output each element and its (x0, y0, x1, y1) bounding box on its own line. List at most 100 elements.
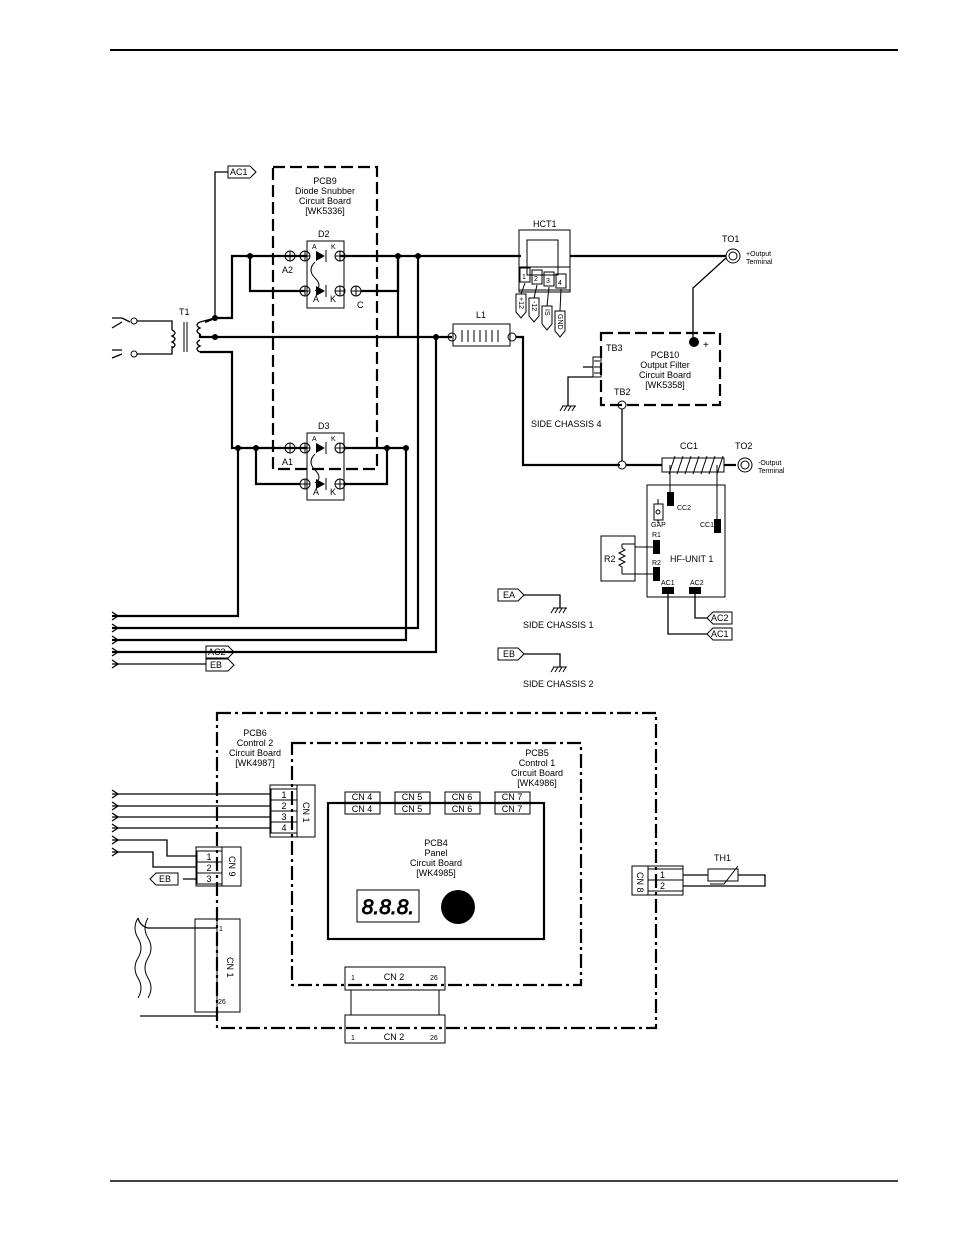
c-label: C (357, 300, 364, 310)
output-terminal-to2: TO2 -Output Terminal (735, 441, 785, 475)
cn1-pin-4: 4 (281, 823, 286, 833)
to2-desc: -Output (758, 460, 781, 467)
cn5-bottom: CN 5 (402, 804, 423, 814)
d2-k-label: K (330, 294, 336, 304)
cn5-top: CN 5 (402, 792, 423, 802)
cn1-pin-3: 3 (281, 812, 286, 822)
l1-label: L1 (476, 310, 486, 320)
cc2-small: CC2 (677, 505, 691, 512)
pcb9-line2: Circuit Board (299, 196, 351, 206)
cc1-label: CC1 (680, 441, 698, 451)
diode-d3: D3 A K A K (284, 421, 346, 501)
ribbon-cable-cn1: 1 26 CN 1 (134, 917, 241, 1017)
pcb4-line1: Panel (424, 848, 447, 858)
tb2-label: TB2 (614, 387, 631, 397)
eb-tag-bottom-label: EB (159, 874, 171, 884)
cn9-label: CN 9 (227, 856, 237, 877)
d2-a-label: A (313, 294, 319, 304)
side-chassis-2-label: SIDE CHASSIS 2 (523, 679, 594, 689)
pcb4-title: PCB4 (424, 838, 448, 848)
cn1-pin-1: 1 (281, 790, 286, 800)
ac2-tag-right-label: AC2 (711, 613, 729, 623)
d3-k-top: K (331, 436, 336, 443)
ac2-tag-left-label: AC2 (208, 647, 226, 657)
cn9-pin-1: 1 (206, 852, 211, 862)
connector-cn1-4pin: 1 2 3 4 CN 1 (269, 784, 316, 838)
cn8-pin-2: 2 (660, 881, 665, 891)
cn4-top: CN 4 (352, 792, 373, 802)
terminal-block-tb3: TB3 (567, 343, 623, 406)
d3-a-label: A (313, 487, 319, 497)
eb-tag-bottom: EB (149, 872, 179, 886)
pcb5-part: [WK4986] (517, 778, 557, 788)
ac1-tag-right: AC1 (706, 627, 733, 641)
hct1-wire-m12: -12 (530, 301, 537, 311)
side-chassis-4: SIDE CHASSIS 4 (531, 405, 602, 429)
eb-tag-left: EB (205, 658, 235, 672)
d2-k-top: K (331, 244, 336, 251)
output-terminal-to1: TO1 +Output Terminal (722, 234, 773, 266)
d3-a-top: A (312, 436, 317, 443)
to2-desc2: Terminal (758, 468, 785, 475)
ac1-tag-top: AC1 (227, 165, 257, 179)
tb3-label: TB3 (606, 343, 623, 353)
cn2-upper-label: CN 2 (384, 972, 405, 982)
pcb6-box (215, 711, 658, 1030)
pcb6-title: PCB6 (243, 728, 267, 738)
inductor-l1: L1 (447, 310, 517, 347)
connector-cn5: CN 5 CN 5 (394, 791, 431, 815)
pcb10-line2: Circuit Board (639, 370, 691, 380)
d2-a-top: A (312, 244, 317, 251)
connector-cn6: CN 6 CN 6 (444, 791, 481, 815)
pcb6-part: [WK4987] (235, 758, 275, 768)
pcb5-line1: Control 1 (519, 758, 556, 768)
pcb10-line1: Output Filter (640, 360, 690, 370)
hct1-pin-2: 2 (534, 276, 538, 283)
transformer-t1: T1 (111, 307, 202, 359)
hct1-wire-p12: +12 (517, 297, 524, 309)
to1-label: TO1 (722, 234, 739, 244)
hct1-pin-4: 4 (558, 280, 562, 287)
cn6-top: CN 6 (452, 792, 473, 802)
choke-cc1: CC1 (661, 441, 725, 475)
eb-tag-mid-label: EB (503, 649, 515, 659)
ac1-small: AC1 (661, 580, 675, 587)
seven-segment-display: 8.8.8. (356, 889, 420, 923)
control-knob (441, 890, 475, 924)
gap-label: GAP (651, 522, 666, 529)
ea-tag: EA SIDE CHASSIS 1 (497, 588, 594, 630)
cn2-upper-pin-1: 1 (351, 975, 355, 982)
pcb6-line2: Circuit Board (229, 748, 281, 758)
ribbon-cn1-label: CN 1 (225, 957, 235, 978)
hct1-pin-3: 3 (546, 278, 550, 285)
cn8-pin-1: 1 (660, 870, 665, 880)
cn9-pin-2: 2 (206, 863, 211, 873)
ribbon-last-pin: 26 (218, 999, 226, 1006)
pcb4-line2: Circuit Board (410, 858, 462, 868)
pcb9-line1: Diode Snubber (295, 186, 355, 196)
display-digits: 8.8.8. (362, 896, 415, 919)
to1-desc: +Output (746, 251, 771, 258)
pcb4-box (326, 801, 546, 941)
cc1-small: CC1 (700, 522, 714, 529)
diode-d2: D2 A K A K (284, 229, 362, 309)
d2-label: D2 (318, 229, 330, 239)
cn8-label: CN 8 (635, 872, 645, 893)
harness-arrows-top (111, 611, 120, 669)
to2-label: TO2 (735, 441, 752, 451)
cn1-label: CN 1 (301, 802, 311, 823)
pcb10-plus: + (703, 340, 709, 351)
current-transformer-hct1: HCT1 1 2 3 4 +12 -12 IS GND (515, 219, 571, 338)
pcb9-part: [WK5336] (305, 206, 345, 216)
cn7-bottom: CN 7 (502, 804, 523, 814)
ac1-tag-top-label: AC1 (230, 167, 248, 177)
cn4-bottom: CN 4 (352, 804, 373, 814)
eb-tag-left-label: EB (210, 660, 222, 670)
ac2-small: AC2 (690, 580, 704, 587)
connector-cn7: CN 7 CN 7 (494, 791, 531, 815)
side-chassis-1-label: SIDE CHASSIS 1 (523, 620, 594, 630)
ac2-tag-left: AC2 (112, 645, 235, 659)
ac1-tag-right-label: AC1 (711, 629, 729, 639)
pcb6-line1: Control 2 (237, 738, 274, 748)
